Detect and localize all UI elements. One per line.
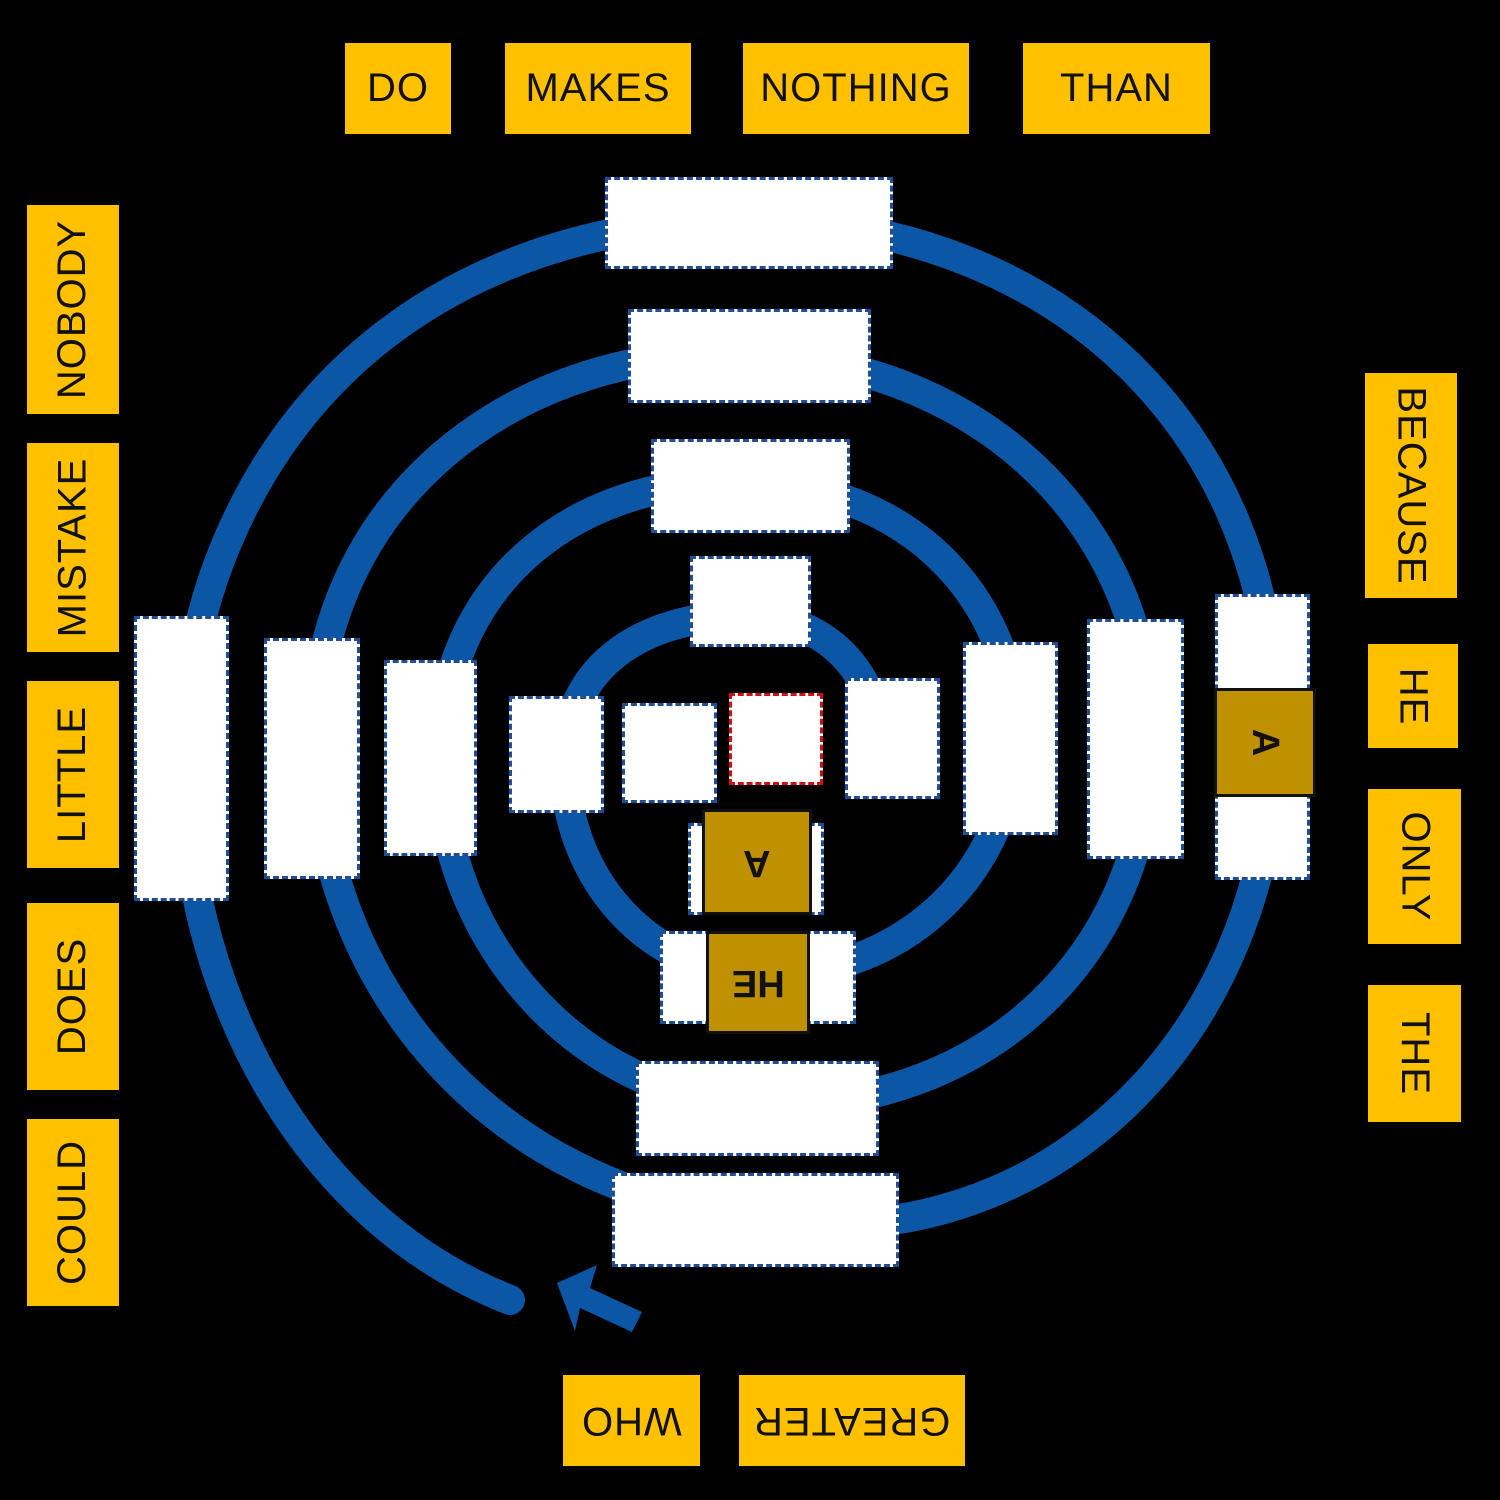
word-tile-nothing[interactable]: NOTHING [743,43,969,134]
word-tile-who[interactable]: WHO [563,1375,700,1466]
word-tile-greater[interactable]: GREATER [739,1375,965,1466]
answer-slot[interactable] [134,616,229,901]
arrow-up-left-icon [557,1265,642,1332]
answer-slot[interactable] [509,696,604,813]
word-tile-do[interactable]: DO [345,43,451,134]
answer-slot[interactable] [384,660,477,856]
answer-slot[interactable] [1087,619,1184,859]
answer-slot[interactable] [690,556,811,647]
placed-tile-a-bottom[interactable]: A [702,809,812,915]
word-tile-does[interactable]: DOES [27,903,119,1090]
word-tile-only[interactable]: ONLY [1368,789,1461,944]
placed-tile-he-bottom[interactable]: HE [706,931,810,1034]
word-tile-mistake[interactable]: MISTAKE [27,443,119,652]
answer-slot[interactable] [612,1173,899,1267]
answer-slot[interactable] [963,642,1058,835]
word-tile-he[interactable]: HE [1368,644,1458,748]
answer-slot[interactable] [845,678,940,799]
word-tile-could[interactable]: COULD [27,1119,119,1306]
answer-slot-current[interactable] [729,693,823,785]
word-tile-little[interactable]: LITTLE [27,681,119,868]
answer-slot[interactable] [622,703,717,803]
word-tile-than[interactable]: THAN [1023,43,1210,134]
word-tile-makes[interactable]: MAKES [505,43,691,134]
word-tile-the[interactable]: THE [1368,985,1461,1122]
answer-slot[interactable] [605,177,893,269]
word-tile-nobody[interactable]: NOBODY [27,205,119,414]
placed-tile-a-right[interactable]: A [1214,688,1316,797]
answer-slot[interactable] [636,1061,879,1156]
answer-slot[interactable] [651,439,850,533]
answer-slot[interactable] [628,309,871,403]
answer-slot[interactable] [264,638,360,879]
word-tile-because[interactable]: BECAUSE [1365,373,1457,598]
